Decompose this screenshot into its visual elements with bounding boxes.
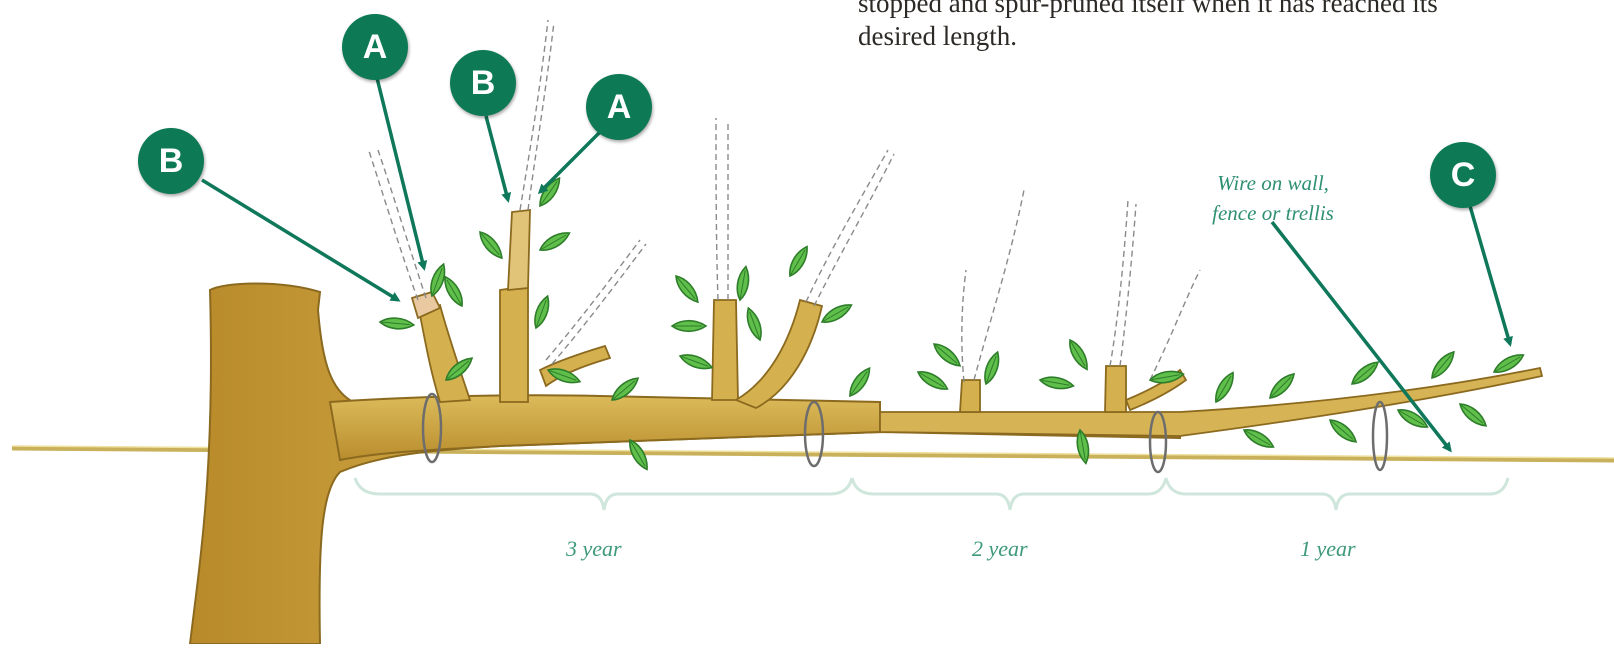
callout-b-left: B	[138, 128, 204, 194]
caption-line-2: desired length.	[858, 21, 1017, 51]
age-label-1-year: 1 year	[1300, 536, 1356, 562]
callout-c: C	[1430, 142, 1496, 208]
wire-label-line-2: fence or trellis	[1178, 198, 1368, 228]
spurs	[412, 210, 1186, 412]
caption-line-1: stopped and spur-pruned itself when it h…	[858, 0, 1614, 20]
age-label-2-year: 2 year	[972, 536, 1028, 562]
age-braces	[355, 478, 1508, 510]
callout-a-right: A	[586, 74, 652, 140]
age-label-3-year: 3 year	[566, 536, 622, 562]
caption-text: stopped and spur-pruned itself when it h…	[858, 0, 1614, 52]
wire-label-line-1: Wire on wall,	[1178, 168, 1368, 198]
callout-arrows	[202, 78, 1510, 450]
callout-b-center: B	[450, 50, 516, 116]
trunk	[190, 284, 1180, 645]
callout-a-upper: A	[342, 14, 408, 80]
wire-label: Wire on wall, fence or trellis	[1178, 168, 1368, 228]
